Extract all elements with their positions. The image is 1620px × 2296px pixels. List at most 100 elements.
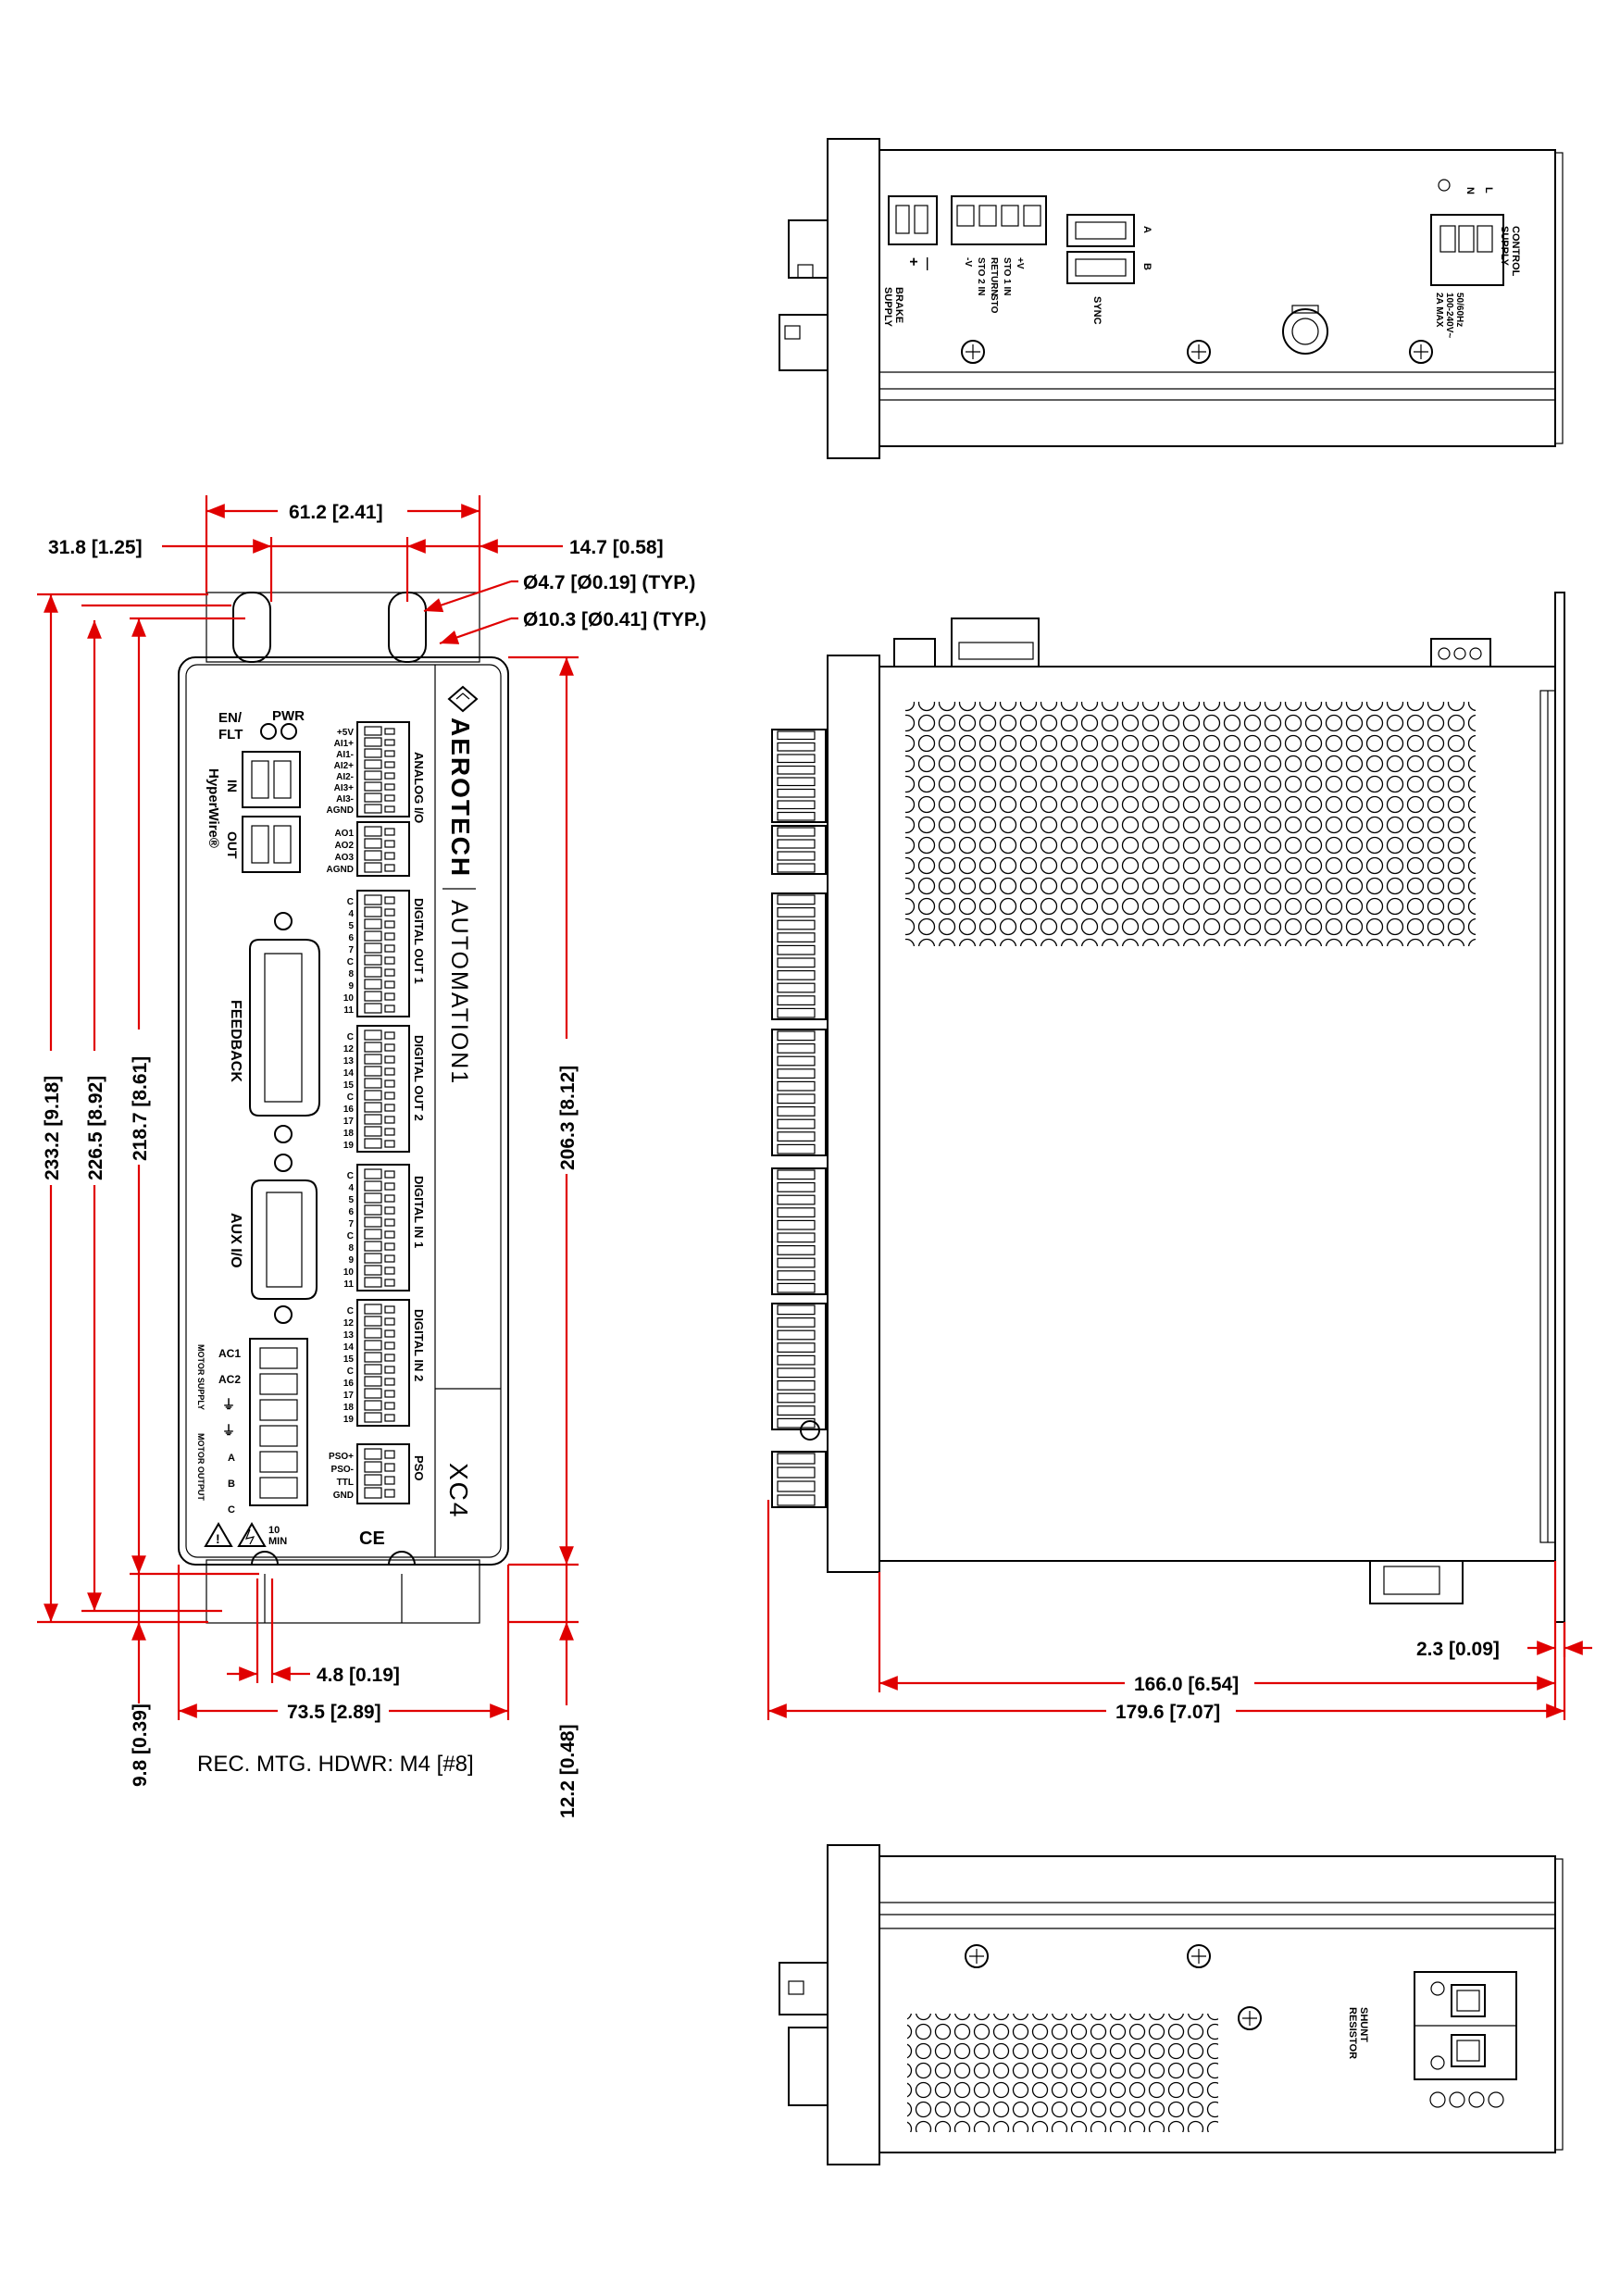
analog-io-terminal[interactable] (356, 721, 410, 877)
terminal-pin (364, 1204, 382, 1216)
terminal-screw (384, 1079, 395, 1088)
pin-label: 18 (343, 1403, 355, 1413)
front-view: EN/ FLT PWR IN OUT HyperWire® FEEDBACK (178, 592, 509, 1624)
side-terminal-pin (777, 1169, 816, 1180)
pin-label: PSO- (331, 1465, 354, 1475)
pin-label: C (347, 1171, 354, 1181)
pin-label: 13 (343, 1330, 355, 1341)
sto-label-5: STO (989, 294, 999, 314)
dim-12-2: 12.2 [0.48] (557, 1724, 579, 1818)
pin-label: 11 (343, 1005, 354, 1016)
warning-icon: ! (204, 1522, 233, 1547)
terminal-screw (384, 980, 395, 989)
dim-61-2: 61.2 [2.41] (289, 502, 383, 523)
pin-label: 6 (348, 1207, 354, 1217)
brake-minus: — (921, 257, 936, 270)
side-terminal-pin (777, 742, 816, 752)
sto-label-2: RETURN (989, 257, 999, 296)
aerotech-logo-icon (447, 685, 479, 713)
terminal-pin (364, 1078, 382, 1089)
hyperwire-out-port[interactable] (242, 816, 301, 873)
sync-label: SYNC (1091, 296, 1103, 325)
pin-label: C (347, 1092, 354, 1103)
terminal-screw (384, 1476, 395, 1485)
terminal-screw (384, 992, 395, 1001)
side-terminal-pin (777, 1316, 816, 1328)
phase-a-label: A (228, 1453, 235, 1464)
side-terminal-pin (777, 1030, 816, 1042)
pin-label: AI2+ (334, 761, 355, 771)
side-terminal-pin (777, 730, 816, 741)
pin-label: 6 (348, 933, 354, 943)
terminal-pin (364, 1448, 382, 1460)
terminal-pin (364, 1364, 382, 1375)
analog-io-label: ANALOG I/O (412, 752, 426, 823)
dim-14-7: 14.7 [0.58] (569, 537, 664, 558)
dim-2-3: 2.3 [0.09] (1416, 1639, 1500, 1660)
terminal-pin (364, 1229, 382, 1240)
side-terminal-pin (777, 982, 816, 993)
terminal-pin (364, 1126, 382, 1137)
pin-label: 5 (348, 921, 354, 931)
terminal-screw (384, 739, 395, 746)
pin-label: C (347, 1231, 354, 1242)
digital-in-1-terminal[interactable] (356, 1164, 410, 1292)
side-terminal-block (771, 892, 827, 1020)
dim-206-3: 206.3 [8.12] (557, 1066, 579, 1170)
motor-supply-label: MOTOR SUPPLY (196, 1344, 206, 1410)
pin-label: 17 (343, 1391, 355, 1401)
side-terminal-pin (777, 1131, 816, 1142)
sto-label-3: STO 1 IN (1002, 257, 1012, 296)
terminal-screw (384, 805, 395, 813)
terminal-pin (364, 1114, 382, 1125)
dimension-lines: 61.2 [2.41] 31.8 [1.25] 14.7 [0.58] Ø4.7… (37, 495, 1592, 1818)
side-terminal-pin (777, 1219, 816, 1230)
side-terminal-pin (777, 1257, 816, 1268)
terminal-screw (384, 1341, 395, 1350)
motor-connector[interactable] (249, 1338, 308, 1506)
terminal-pin (364, 1304, 382, 1315)
digital-out-2-terminal[interactable] (356, 1025, 410, 1153)
side-terminal-pin (777, 863, 816, 873)
terminal-screw (384, 1242, 395, 1251)
phase-b-label: B (228, 1479, 235, 1490)
pin-label: 18 (343, 1129, 355, 1139)
pin-label: AI3+ (334, 783, 355, 793)
digital-out-1-terminal[interactable] (356, 890, 410, 1017)
digital-out-1-label: DIGITAL OUT 1 (412, 898, 426, 984)
side-terminal-pin (777, 1143, 816, 1154)
terminal-pin (364, 781, 382, 792)
brake-plus: + (905, 257, 921, 266)
pin-label: 5 (348, 1195, 354, 1205)
terminal-pin (364, 1217, 382, 1228)
digital-in-2-terminal[interactable] (356, 1299, 410, 1427)
terminal-pin (364, 930, 382, 942)
terminal-pin (364, 918, 382, 930)
dim-9-8: 9.8 [0.39] (130, 1703, 151, 1787)
terminal-screw (384, 1104, 395, 1112)
pso-terminal[interactable] (356, 1443, 410, 1504)
pin-label: 9 (348, 1255, 354, 1266)
side-terminal-pin (777, 800, 816, 810)
ac1-label: AC1 (218, 1347, 241, 1360)
side-terminal-pin (777, 944, 816, 955)
pin-label: AI1- (336, 750, 354, 760)
pin-label: 12 (343, 1044, 355, 1054)
dim-hole-small: Ø4.7 [Ø0.19] (TYP.) (523, 572, 695, 593)
pin-label: 10 (343, 993, 355, 1004)
hyperwire-in-port[interactable] (242, 751, 301, 808)
side-terminal-pin (777, 1181, 816, 1192)
motor-output-label: MOTOR OUTPUT (196, 1433, 206, 1501)
screw-icon (1409, 340, 1433, 364)
ground-icon: ⏚ (222, 1423, 235, 1438)
aux-io-connector[interactable] (251, 1154, 318, 1324)
top-view: — + BRAKESUPPLY -V STO 2 IN RETURN STO 1… (779, 138, 1564, 459)
terminal-screw (384, 1043, 395, 1052)
side-terminal-pin (777, 1405, 816, 1416)
side-terminal-pin (777, 1466, 816, 1479)
terminal-screw (384, 828, 395, 836)
feedback-connector[interactable] (249, 912, 320, 1143)
terminal-pin (364, 1487, 382, 1499)
hyperwire-in-label: IN (225, 780, 240, 792)
